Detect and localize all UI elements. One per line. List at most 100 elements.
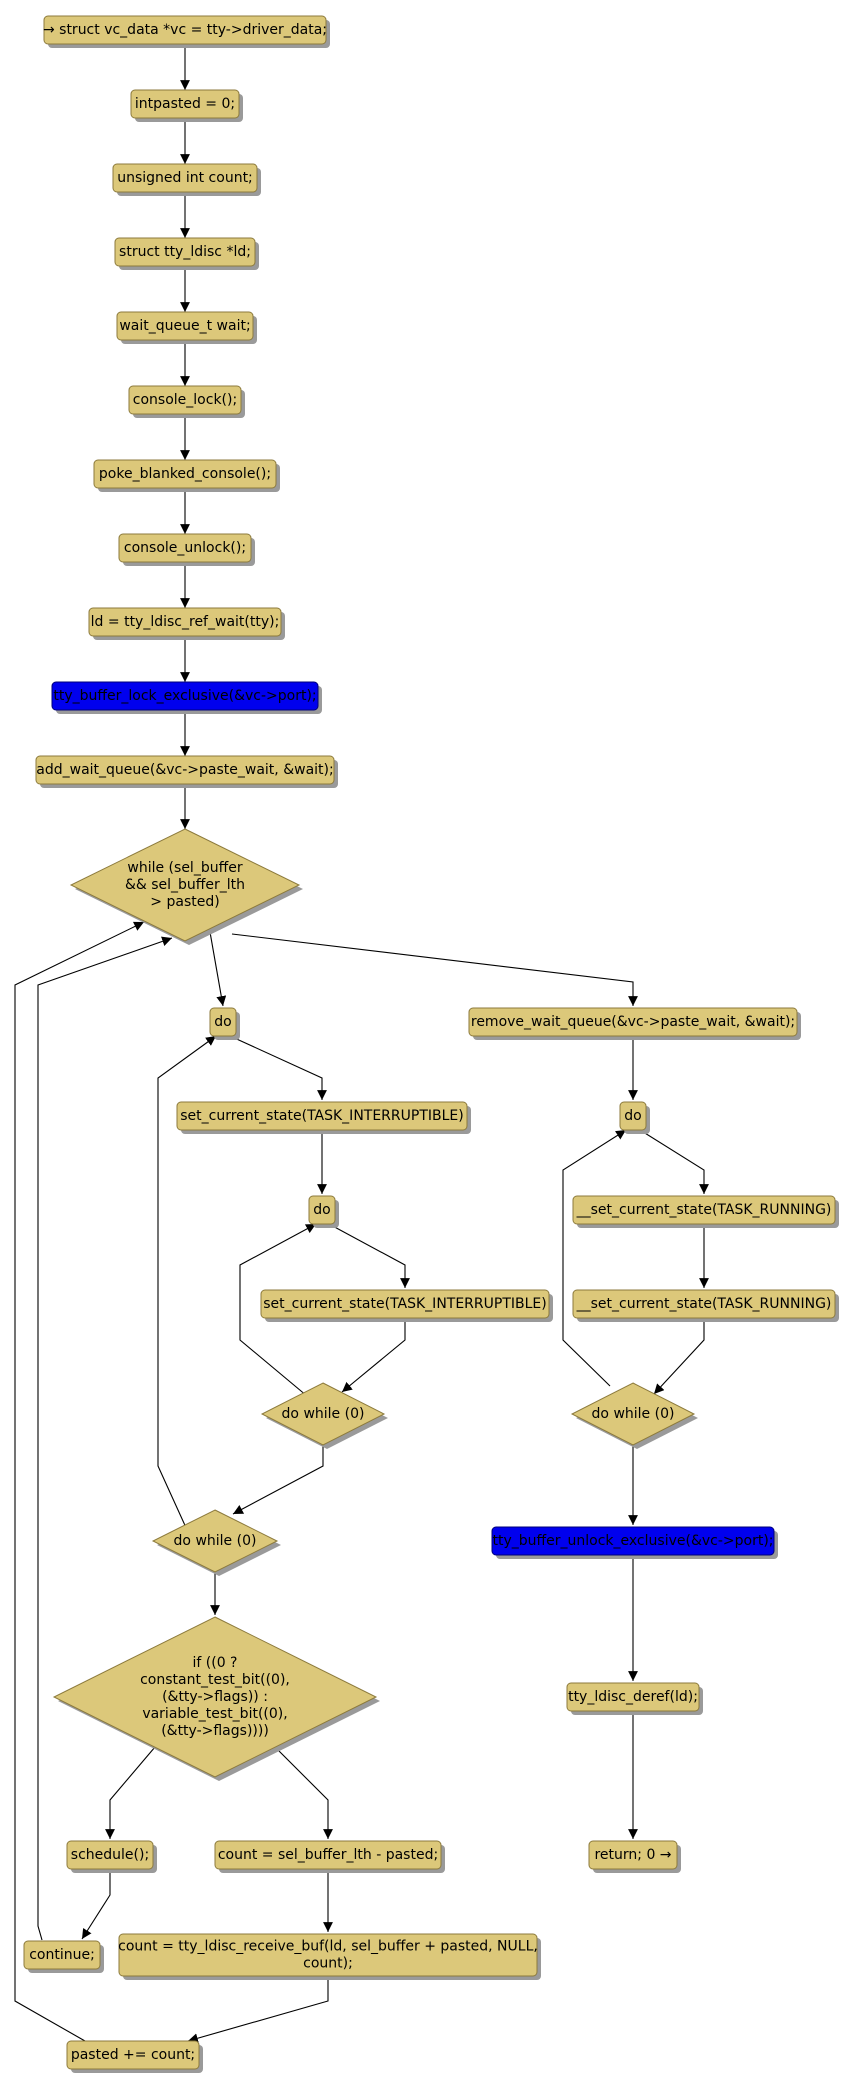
- edge-n12-r1: [231, 933, 638, 1006]
- decision-shape: [52, 1616, 378, 1778]
- statement-box: [214, 1840, 442, 1870]
- node-label: count = sel_buffer_lth - pasted;: [218, 1847, 438, 1863]
- statement-box: [66, 1840, 154, 1870]
- node-r2: do: [619, 1101, 650, 1134]
- node-n15: do: [308, 1195, 339, 1228]
- node-n10: tty_buffer_lock_exclusive(&vc->port);: [51, 681, 322, 714]
- statement-box: [209, 1007, 237, 1037]
- statement-box: [566, 1682, 700, 1712]
- statement-box: [118, 1933, 538, 1977]
- statement-box: [572, 1195, 836, 1225]
- edge-r4-r5: [653, 1318, 705, 1395]
- node-n16: set_current_state(TASK_INTERRUPTIBLE): [260, 1289, 553, 1322]
- statement-box: [93, 459, 277, 489]
- node-label: continue;: [29, 1947, 95, 1963]
- statement-box: [588, 1840, 678, 1870]
- node-n5: wait_queue_t wait;: [116, 311, 257, 344]
- node-label: do while (0): [174, 1533, 257, 1549]
- edge-n19-n21: [274, 1746, 333, 1839]
- node-r1: remove_wait_queue(&vc->paste_wait, &wait…: [468, 1007, 801, 1040]
- node-label: count);: [303, 1956, 353, 1972]
- node-label: > pasted): [150, 894, 219, 910]
- statement-box: [308, 1195, 336, 1225]
- node-label: pasted += count;: [71, 2047, 195, 2063]
- node-label: remove_wait_queue(&vc->paste_wait, &wait…: [471, 1014, 795, 1030]
- node-label: poke_blanked_console();: [99, 466, 271, 482]
- node-label: && sel_buffer_lth: [125, 877, 245, 893]
- edge-n19-n20: [105, 1746, 156, 1839]
- edge-n23-n24: [187, 1976, 329, 2044]
- node-n9: ld = tty_ldisc_ref_wait(tty);: [88, 607, 285, 640]
- node-label: do while (0): [592, 1406, 675, 1422]
- statement-box: [468, 1007, 798, 1037]
- edge-r2-r3: [639, 1129, 709, 1194]
- statement-box: [23, 1940, 101, 1970]
- node-n22: continue;: [23, 1940, 104, 1973]
- node-n4: struct tty_ldisc *ld;: [114, 237, 259, 270]
- node-label: console_lock();: [133, 392, 237, 408]
- edge-n16-n17: [341, 1318, 406, 1393]
- node-n2: intpasted = 0;: [130, 89, 243, 122]
- node-n18: do while (0): [151, 1509, 281, 1576]
- node-n17: do while (0): [260, 1382, 388, 1449]
- node-n7: poke_blanked_console();: [93, 459, 280, 492]
- node-r4: __set_current_state(TASK_RUNNING): [572, 1289, 839, 1322]
- node-r8: return; 0 →: [588, 1840, 681, 1873]
- statement-box: [491, 1526, 775, 1556]
- node-label: __set_current_state(TASK_RUNNING): [576, 1202, 832, 1218]
- node-n11: add_wait_queue(&vc->paste_wait, &wait);: [35, 755, 338, 788]
- node-n1: → struct vc_data *vc = tty->driver_data;: [43, 15, 330, 48]
- node-label: count = tty_ldisc_receive_buf(ld, sel_bu…: [118, 1939, 538, 1955]
- node-r7: tty_ldisc_deref(ld);: [566, 1682, 703, 1715]
- statement-box: [88, 607, 282, 637]
- node-label: console_unlock();: [124, 540, 246, 556]
- node-label: return; 0 →: [594, 1847, 671, 1863]
- node-label: while (sel_buffer: [127, 860, 242, 876]
- statement-box: [51, 681, 319, 711]
- node-label: wait_queue_t wait;: [119, 318, 250, 334]
- node-label: struct tty_ldisc *ld;: [119, 244, 251, 260]
- node-n13: do: [209, 1007, 240, 1040]
- edge-r5-r2: [562, 1129, 627, 1387]
- statement-box: [43, 15, 327, 45]
- node-label: ld = tty_ldisc_ref_wait(tty);: [91, 614, 280, 630]
- node-label: do: [624, 1108, 641, 1124]
- node-label: schedule();: [71, 1847, 149, 1863]
- node-n8: console_unlock();: [118, 533, 255, 566]
- node-label: variable_test_bit((0),: [142, 1706, 287, 1722]
- node-n24: pasted += count;: [66, 2040, 203, 2073]
- edge-n22-n12: [37, 936, 173, 1941]
- node-label: do while (0): [282, 1406, 365, 1422]
- node-n3: unsigned int count;: [112, 163, 261, 196]
- node-n14: set_current_state(TASK_INTERRUPTIBLE): [176, 1101, 471, 1134]
- edge-n17-n15: [239, 1223, 317, 1397]
- statement-box: [114, 237, 256, 267]
- node-r6: tty_buffer_unlock_exclusive(&vc->port);: [491, 1526, 778, 1559]
- node-n6: console_lock();: [128, 385, 245, 418]
- node-n20: schedule();: [66, 1840, 157, 1873]
- node-label: (&tty->flags)))): [161, 1723, 269, 1739]
- node-label: do: [313, 1202, 330, 1218]
- node-r5: do while (0): [570, 1382, 698, 1449]
- decision-shape: [570, 1382, 696, 1446]
- edge-n18-n13: [157, 1035, 217, 1533]
- node-label: tty_ldisc_deref(ld);: [568, 1689, 698, 1705]
- statement-box: [572, 1289, 836, 1319]
- statement-box: [66, 2040, 200, 2070]
- node-label: constant_test_bit((0),: [140, 1672, 290, 1688]
- edge-n17-n18: [232, 1445, 324, 1515]
- node-label: if ((0 ?: [193, 1655, 238, 1671]
- node-label: add_wait_queue(&vc->paste_wait, &wait);: [36, 762, 333, 778]
- node-label: → struct vc_data *vc = tty->driver_data;: [43, 22, 327, 38]
- node-n12: while (sel_buffer&& sel_buffer_lth> past…: [69, 828, 303, 945]
- node-label: __set_current_state(TASK_RUNNING): [576, 1296, 832, 1312]
- decision-shape: [69, 828, 301, 942]
- node-label: tty_buffer_lock_exclusive(&vc->port);: [53, 688, 316, 704]
- node-label: (&tty->flags)) :: [162, 1689, 268, 1705]
- node-label: tty_buffer_unlock_exclusive(&vc->port);: [492, 1533, 773, 1549]
- node-n19: if ((0 ?constant_test_bit((0),(&tty->fla…: [52, 1616, 380, 1781]
- statement-box: [130, 89, 240, 119]
- statement-box: [112, 163, 258, 193]
- decision-shape: [151, 1509, 279, 1573]
